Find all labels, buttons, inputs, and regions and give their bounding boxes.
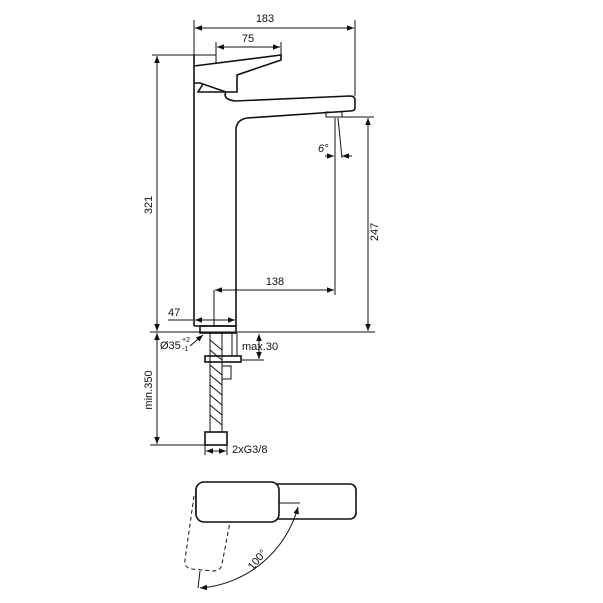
dim-138: 138 [266, 276, 284, 288]
dim-75: 75 [242, 33, 254, 45]
faucet-top-view: 100° [184, 481, 357, 591]
dim-183: 183 [256, 13, 274, 25]
base-ring [199, 325, 237, 334]
dim-6-degrees: 6° [318, 143, 329, 155]
faucet-side-view [193, 54, 356, 334]
dim-247: 247 [369, 223, 381, 241]
dim-max-30: max.30 [242, 341, 278, 353]
lever-side [193, 54, 282, 93]
dim-diameter-35: Ø35 [160, 340, 181, 352]
mounting-plate [204, 355, 242, 363]
dim-321: 321 [143, 196, 155, 214]
lever-top [195, 481, 280, 523]
spout-side [196, 83, 356, 131]
dim-47: 47 [168, 307, 180, 319]
connector-nut [204, 431, 228, 446]
dimensions: 183 75 321 247 6° 138 47 Ø35 +2 -1 max.3… [143, 13, 381, 456]
tolerance-plus: +2 [182, 337, 190, 344]
dim-g3-8: 2xG3/8 [232, 444, 267, 456]
valve [221, 365, 232, 380]
aerator [325, 111, 343, 118]
mounting-assembly [204, 333, 242, 446]
braided-hose [209, 339, 223, 426]
tolerance-minus: -1 [182, 346, 188, 353]
dim-min-350: min.350 [143, 370, 155, 409]
